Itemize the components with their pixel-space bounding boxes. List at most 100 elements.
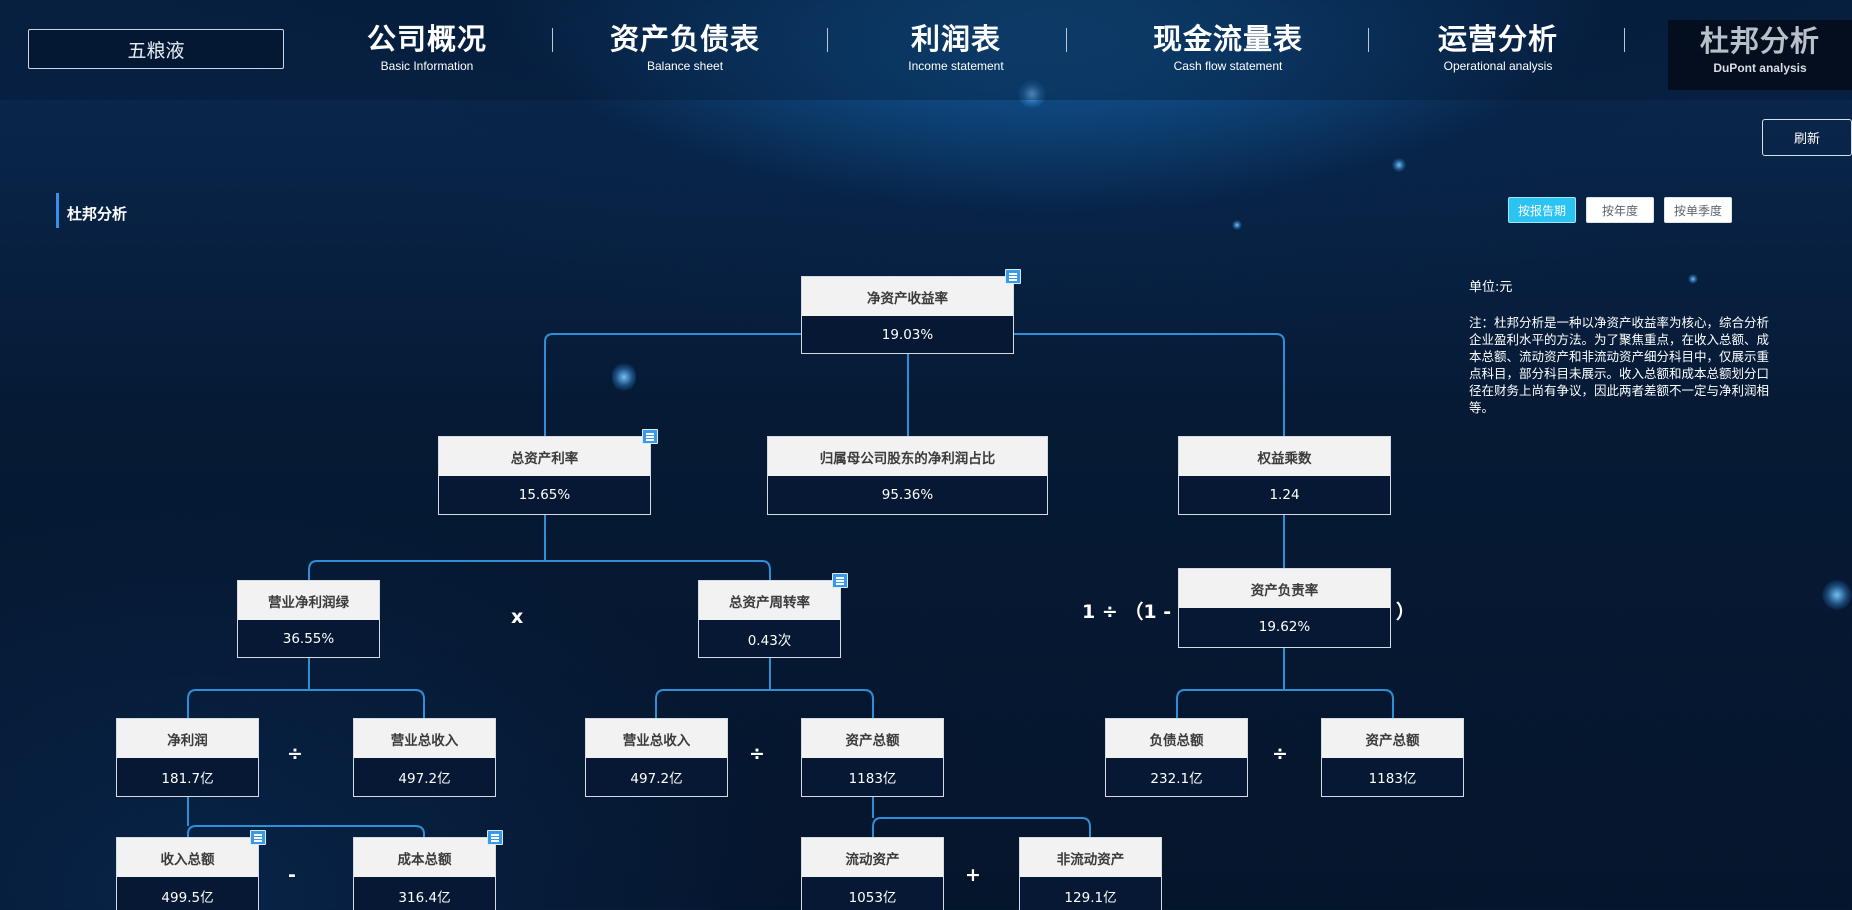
nav-balance-sheet[interactable]: 资产负债表 Balance sheet [605, 22, 765, 74]
top-navigation-bar [0, 0, 1852, 100]
node-value: 0.43次 [747, 633, 792, 649]
detail-list-icon[interactable] [832, 573, 848, 588]
detail-list-icon[interactable] [642, 429, 658, 444]
node-value: 1053亿 [848, 890, 897, 906]
section-title: 杜邦分析 [67, 205, 128, 223]
node-value: 1.24 [1269, 487, 1300, 503]
node-label: 归属母公司股东的净利润占比 [768, 437, 1047, 476]
node-value: 232.1亿 [1150, 771, 1203, 787]
formula-right: ） [1396, 601, 1416, 623]
net-profit-node: 净利润 181.7亿 [116, 718, 259, 797]
divide-operator: ÷ [749, 743, 765, 765]
revenue-node-a: 营业总收入 497.2亿 [353, 718, 496, 797]
detail-list-icon[interactable] [487, 830, 503, 845]
background-glow [1822, 580, 1852, 610]
nav-label: 运营分析 [1437, 22, 1558, 56]
node-label: 营业总收入 [354, 719, 495, 758]
total-liabilities-node: 负债总额 232.1亿 [1105, 718, 1248, 797]
node-value: 95.36% [881, 487, 934, 503]
total-assets-node-a: 资产总额 1183亿 [801, 718, 944, 797]
node-label: 收入总额 [117, 838, 258, 877]
roa-node: 总资产利率 15.65% [438, 429, 658, 515]
nav-basic-information[interactable]: 公司概况 Basic Information [362, 22, 492, 74]
net-margin-node: 营业净利润绿 36.55% [237, 580, 380, 658]
node-value: 15.65% [518, 487, 571, 503]
nav-label: 现金流量表 [1152, 22, 1303, 56]
node-label: 资产负责率 [1179, 569, 1390, 608]
nav-label: 公司概况 [366, 22, 487, 56]
nav-divider [1624, 28, 1625, 52]
period-quarter-button[interactable]: 按单季度 [1664, 197, 1732, 223]
total-assets-node-b: 资产总额 1183亿 [1321, 718, 1464, 797]
node-value: 316.4亿 [398, 890, 451, 906]
revenue-node-b: 营业总收入 497.2亿 [585, 718, 728, 797]
node-label: 净利润 [117, 719, 258, 758]
node-value: 497.2亿 [398, 771, 451, 787]
total-cost-node: 成本总额 316.4亿 [353, 830, 503, 910]
nav-sublabel: DuPont analysis [1713, 61, 1807, 75]
multiply-operator: x [511, 606, 524, 628]
node-label: 营业总收入 [586, 719, 727, 758]
node-value: 19.62% [1258, 619, 1311, 635]
nav-label: 杜邦分析 [1699, 24, 1820, 58]
roe-node: 净资产收益率 19.03% [801, 269, 1021, 354]
node-value: 497.2亿 [630, 771, 683, 787]
nav-sublabel: Basic Information [380, 59, 474, 73]
nav-label: 利润表 [910, 22, 1001, 56]
node-label: 权益乘数 [1179, 437, 1390, 476]
nav-label: 资产负债表 [609, 22, 760, 56]
node-value: 36.55% [282, 631, 335, 647]
total-income-node: 收入总额 499.5亿 [116, 830, 266, 910]
nav-divider [552, 28, 553, 52]
nav-sublabel: Income statement [908, 59, 1004, 73]
nav-dupont-analysis[interactable]: 杜邦分析 DuPont analysis [1668, 20, 1852, 90]
debt-ratio-node: 资产负责率 19.62% [1178, 568, 1391, 648]
nav-divider [827, 28, 828, 52]
nav-dupont-text: 杜邦分析 DuPont analysis [1668, 24, 1852, 76]
node-value: 181.7亿 [161, 771, 214, 787]
dupont-note: 注：杜邦分析是一种以净资产收益率为核心，综合分析企业盈利水平的方法。为了聚焦重点… [1469, 315, 1770, 415]
node-label: 总资产周转率 [699, 581, 840, 620]
company-selector[interactable]: 五粮液 [28, 29, 284, 69]
nav-sublabel: Balance sheet [646, 59, 724, 73]
node-value: 1183亿 [848, 771, 897, 787]
node-label: 流动资产 [802, 838, 943, 877]
period-report-button[interactable]: 按报告期 [1508, 197, 1576, 223]
divide-operator: ÷ [1272, 743, 1288, 765]
node-label: 净资产收益率 [802, 277, 1013, 316]
equity-multiplier-node: 权益乘数 1.24 [1178, 436, 1391, 515]
nav-divider [1368, 28, 1369, 52]
nav-sublabel: Cash flow statement [1173, 59, 1283, 73]
nav-income-statement[interactable]: 利润表 Income statement [891, 22, 1021, 74]
unit-label: 单位:元 [1469, 280, 1513, 295]
background-glow [1392, 158, 1406, 172]
detail-list-icon[interactable] [1005, 269, 1021, 284]
node-label: 非流动资产 [1020, 838, 1161, 877]
period-year-button[interactable]: 按年度 [1586, 197, 1654, 223]
nav-divider [1066, 28, 1067, 52]
node-value: 499.5亿 [161, 890, 214, 906]
nav-sublabel: Operational analysis [1443, 59, 1553, 73]
node-label: 负债总额 [1106, 719, 1247, 758]
minus-operator: - [288, 864, 296, 886]
node-label: 营业净利润绿 [238, 581, 379, 620]
node-value: 129.1亿 [1064, 890, 1117, 906]
node-value: 19.03% [881, 327, 934, 343]
node-label: 总资产利率 [439, 437, 650, 476]
background-glow [1688, 274, 1698, 284]
divide-operator: ÷ [287, 743, 303, 765]
node-value: 1183亿 [1368, 771, 1417, 787]
section-accent-bar [56, 193, 59, 228]
node-label: 成本总额 [354, 838, 495, 877]
noncurrent-assets-node: 非流动资产 129.1亿 [1019, 837, 1162, 910]
detail-list-icon[interactable] [250, 830, 266, 845]
asset-turnover-node: 总资产周转率 0.43次 [698, 573, 848, 658]
node-label: 资产总额 [1322, 719, 1463, 758]
nav-operational-analysis[interactable]: 运营分析 Operational analysis [1428, 22, 1568, 74]
node-label: 资产总额 [802, 719, 943, 758]
formula-left: 1 ÷ （1 - [1082, 601, 1172, 623]
plus-operator: + [965, 864, 981, 886]
background-glow [612, 362, 636, 392]
parent-ratio-node: 归属母公司股东的净利润占比 95.36% [767, 436, 1048, 515]
nav-cash-flow-statement[interactable]: 现金流量表 Cash flow statement [1148, 22, 1308, 74]
